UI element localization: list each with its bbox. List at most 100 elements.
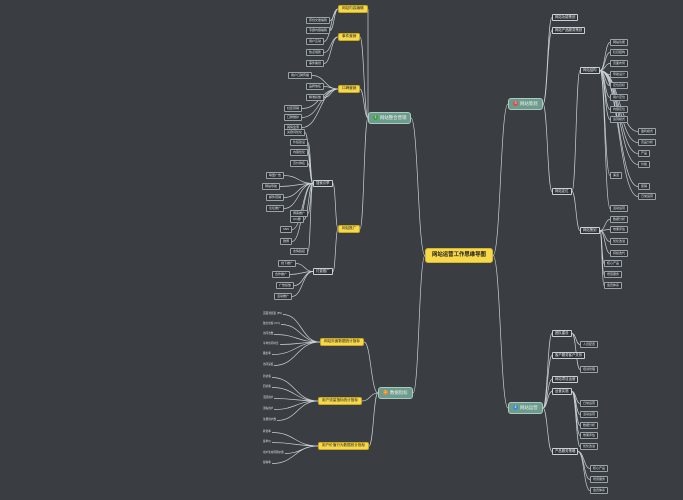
leaf[interactable]: 活动运营 [610, 205, 629, 212]
leaf[interactable]: SNS [280, 226, 293, 233]
topic-implementation[interactable]: 运营实施 [552, 388, 572, 396]
leaf[interactable]: 复购率 [263, 461, 271, 464]
leaf[interactable]: 访问深度 [263, 363, 274, 366]
leaf[interactable]: 转化率 [263, 430, 271, 433]
leaf[interactable]: 事件策划 [306, 60, 325, 67]
leaf[interactable]: 活动推广 [274, 293, 293, 300]
leaf[interactable]: 价格 [638, 161, 651, 168]
leaf[interactable]: 外链建设 [290, 139, 309, 146]
leaf[interactable]: 用户口碑传播 [288, 72, 313, 79]
leaf[interactable]: 专题内容编辑 [306, 27, 331, 34]
topic-user-metrics[interactable]: 用户流量指标统计指标 [318, 397, 362, 405]
leaf[interactable]: 持续迭代 [610, 250, 629, 257]
topic-team-building[interactable]: 团队建设 [552, 330, 572, 338]
leaf[interactable]: 精准投放 [306, 94, 325, 101]
leaf[interactable]: 运营模式 [610, 116, 629, 123]
leaf[interactable]: 增值服务 [604, 271, 623, 278]
leaf[interactable]: 流失用户 [263, 407, 274, 410]
leaf[interactable]: 跳出率 [263, 352, 271, 355]
leaf[interactable]: 增值服务 [590, 476, 609, 483]
leaf[interactable]: 数据分析 [580, 422, 599, 429]
topic-customer-relations[interactable]: 客户服务客户关系 [552, 352, 586, 360]
subtopic-search-engine[interactable]: 搜索引擎 [313, 180, 333, 188]
leaf[interactable]: 邮件营销 [266, 194, 285, 201]
leaf[interactable]: 关键词优化 [284, 129, 306, 136]
leaf[interactable]: 回访客 [263, 385, 271, 388]
leaf[interactable]: 论坛推广 [266, 205, 285, 212]
leaf[interactable]: 渠道 [610, 172, 623, 179]
leaf[interactable]: 核心产品 [590, 465, 609, 472]
leaf[interactable]: 口碑维护 [284, 114, 303, 121]
leaf[interactable]: 微博 [280, 238, 293, 245]
topic-page-metrics[interactable]: 网站页面数据统计指标 [320, 338, 364, 346]
leaf[interactable]: 用户生命周期价值 [263, 451, 284, 454]
central-topic[interactable]: 网站运营工作思维导图 [425, 248, 493, 264]
topic-site-promotion[interactable]: 网站推广 [338, 225, 361, 233]
leaf[interactable]: 数据分析 [610, 216, 629, 223]
subtopic-planning[interactable]: 网站策划 [580, 227, 600, 235]
topic-positioning[interactable]: 网站定位 [552, 188, 572, 196]
leaf[interactable]: 内容定位 [610, 106, 629, 113]
leaf[interactable]: 注册用户数 [263, 418, 276, 421]
leaf[interactable]: 用户定位 [610, 94, 629, 101]
leaf[interactable]: 导航设计 [610, 71, 629, 78]
topic-content-editing[interactable]: 网站内容编辑 [338, 5, 368, 13]
leaf[interactable]: 日常运营 [638, 193, 657, 200]
leaf[interactable]: 独立访客 (UV) [263, 322, 280, 325]
leaf[interactable]: 客单价 [263, 440, 271, 443]
leaf[interactable]: 竞品分析 [638, 139, 657, 146]
leaf[interactable]: 会员体系 [604, 282, 623, 289]
leaf[interactable]: 网站导航 [262, 183, 281, 190]
topic-function-plan[interactable]: 网站功能策划 [552, 14, 579, 22]
leaf[interactable]: 线下推广 [278, 260, 297, 267]
leaf[interactable]: 热点借势 [306, 49, 325, 56]
leaf[interactable]: 页面浏览量 (PV) [263, 312, 283, 315]
leaf[interactable]: 培训管理 [580, 366, 599, 373]
leaf[interactable]: 人员配置 [580, 341, 599, 348]
leaf[interactable]: 网站功能 [610, 39, 629, 46]
leaf[interactable]: 社区营销 [284, 105, 303, 112]
leaf[interactable]: 内容优化 [290, 149, 309, 156]
topic-event-marketing[interactable]: 事件营销 [338, 33, 361, 41]
leaf[interactable]: 优化改进 [610, 238, 629, 245]
leaf[interactable]: 友情链接 [290, 248, 309, 255]
leaf[interactable]: 竞价排名 [290, 160, 309, 167]
leaf[interactable]: 盈利模式 [638, 128, 657, 135]
leaf[interactable]: 效果评估 [580, 432, 599, 439]
leaf[interactable]: 优化改进 [580, 443, 599, 450]
leaf[interactable]: 用户互动 [306, 38, 325, 45]
leaf[interactable]: 广告投放 [276, 282, 295, 289]
leaf[interactable]: 促销 [638, 183, 651, 190]
leaf[interactable]: 栏目结构 [610, 49, 629, 56]
topic-word-of-mouth[interactable]: 口碑营销 [338, 85, 361, 93]
leaf[interactable]: 访问次数 [263, 332, 274, 335]
leaf[interactable]: 定位目标 [610, 82, 629, 89]
leaf[interactable]: 联盟广告 [266, 172, 285, 179]
leaf[interactable]: QQ群 [290, 216, 304, 223]
connector-line [332, 228, 339, 272]
leaf[interactable]: 品牌信任 [306, 83, 325, 90]
leaf[interactable]: 会员体系 [590, 487, 609, 494]
leaf[interactable]: 活动运营 [580, 411, 599, 418]
leaf[interactable]: 原创文章编辑 [306, 17, 331, 24]
leaf[interactable]: 新访客 [263, 375, 271, 378]
subtopic-paid-promotion[interactable]: 付费推广 [313, 268, 333, 276]
leaf[interactable]: 产品 [638, 150, 651, 157]
connector-line [361, 392, 379, 402]
leaf[interactable]: 核心产品 [604, 260, 623, 267]
leaf[interactable]: 页面布局 [610, 60, 629, 67]
topic-project-operations[interactable]: 网站项目运营 [552, 376, 579, 384]
leaf[interactable]: 合作推广 [272, 271, 291, 278]
leaf[interactable]: 活跃用户 [263, 396, 274, 399]
leaf[interactable]: 平均访问时长 [263, 342, 279, 345]
topic-product-service[interactable]: 网站产品服务策划 [552, 27, 586, 35]
topic-product-strategy[interactable]: 产品服务策略 [552, 448, 579, 456]
leaf[interactable]: 效果评估 [610, 226, 629, 233]
topic-value-metrics[interactable]: 用户价值行为数据统计指标 [318, 442, 370, 450]
subtopic-structure[interactable]: 网站结构 [580, 67, 600, 75]
leaf[interactable]: 日常运营 [580, 400, 599, 407]
